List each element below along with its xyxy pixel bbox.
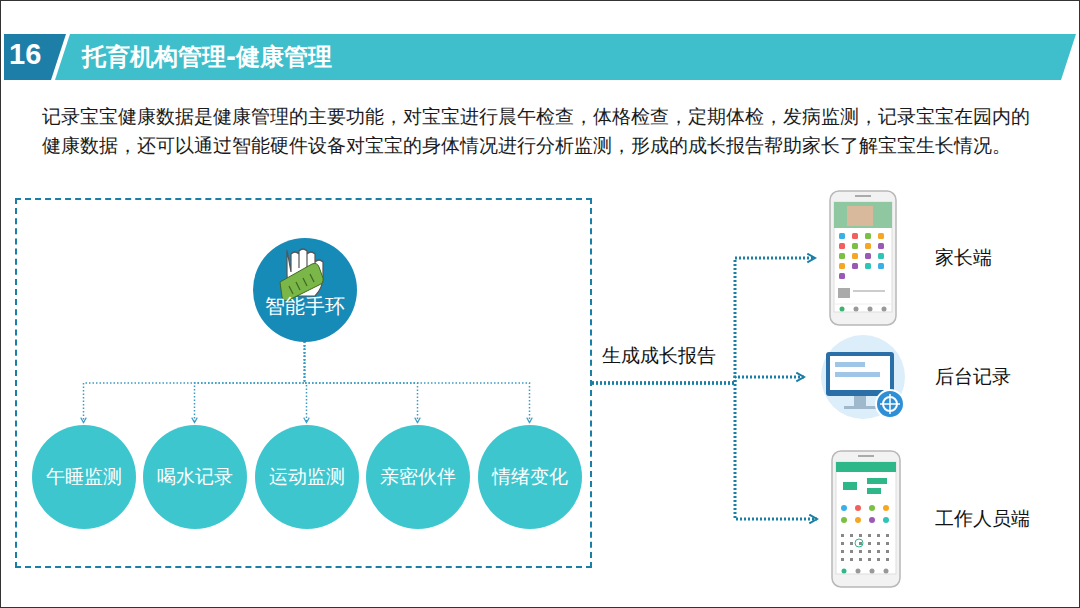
phone1-illustration [829,190,901,326]
bracelet-icon [253,238,357,342]
title-band [55,34,1076,80]
node-label: 亲密伙伴 [380,464,456,490]
node-label: 运动监测 [269,464,345,490]
edge-label: 生成成长报告 [600,343,718,369]
slide-title: 托育机构管理-健康管理 [82,41,332,73]
node-label: 智能手环 [265,293,345,320]
dotted-connector [305,342,530,423]
dotted-connector [84,342,305,423]
dotted-connector [195,342,305,423]
client-node: 工作人员端 [831,450,1061,588]
node-label: 工作人员端 [935,506,1030,532]
phone2-illustration [831,450,905,588]
number-badge [4,34,66,80]
dotted-connector [305,342,307,423]
section-number: 16 [9,38,41,71]
feature-circle: 亲密伙伴 [366,425,470,529]
client-node: 后台记录 [818,332,1038,422]
monitor-illustration [818,332,912,422]
feature-circle: 情绪变化 [478,425,582,529]
feature-circle: 午睡监测 [32,425,136,529]
description-text: 记录宝宝健康数据是健康管理的主要功能，对宝宝进行晨午检查，体格检查，定期体检，发… [42,102,1042,160]
node-label: 午睡监测 [46,464,122,490]
dotted-connector [305,342,418,423]
feature-circle: 喝水记录 [143,425,247,529]
node-label: 家长端 [935,245,992,271]
node-label: 后台记录 [935,364,1011,390]
dotted-connector [592,383,817,519]
node-label: 情绪变化 [492,464,568,490]
client-node: 家长端 [829,190,1029,326]
node-label: 喝水记录 [157,464,233,490]
group-frame: 智能手环午睡监测 喝水记录 运动监测 亲密伙伴 情绪变化 [15,198,592,568]
feature-circle: 运动监测 [255,425,359,529]
dotted-connector [592,258,815,383]
device-circle: 智能手环 [253,238,357,342]
